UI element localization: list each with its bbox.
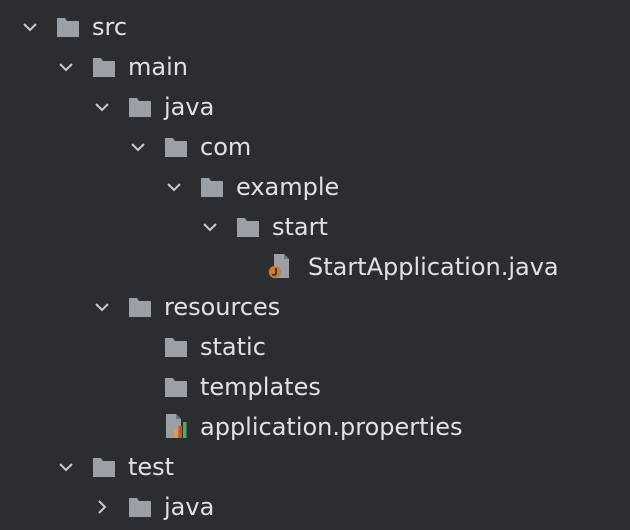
tree-item-label: com	[200, 133, 252, 161]
folder-icon	[128, 296, 152, 320]
tree-item-resources[interactable]: resources	[0, 287, 630, 327]
folder-icon	[92, 56, 116, 80]
tree-item-static[interactable]: static	[0, 327, 630, 367]
tree-item-example[interactable]: example	[0, 167, 630, 207]
tree-item-start[interactable]: start	[0, 207, 630, 247]
tree-item-label: resources	[164, 293, 281, 321]
folder-icon	[164, 336, 188, 360]
java-class-icon	[268, 253, 292, 279]
properties-file-icon	[164, 413, 188, 438]
folder-icon	[164, 136, 188, 160]
chevron-down-icon[interactable]	[200, 217, 220, 237]
chevron-down-icon[interactable]	[164, 177, 184, 197]
tree-item-templates[interactable]: templates	[0, 367, 630, 407]
tree-item-label: templates	[200, 373, 321, 401]
tree-item-label: java	[164, 93, 215, 121]
tree-item-label: StartApplication.java	[308, 253, 559, 281]
tree-item-java[interactable]: java	[0, 87, 630, 127]
chevron-down-icon[interactable]	[92, 297, 112, 317]
tree-item-label: main	[128, 53, 188, 81]
chevron-down-icon[interactable]	[56, 457, 76, 477]
folder-icon	[56, 16, 80, 40]
tree-item-label: src	[92, 13, 128, 41]
chevron-right-icon[interactable]	[92, 497, 112, 517]
tree-item-label: example	[236, 173, 340, 201]
tree-item-java[interactable]: java	[0, 487, 630, 527]
folder-icon	[128, 496, 152, 520]
tree-item-label: static	[200, 333, 266, 361]
tree-item-label: start	[272, 213, 328, 241]
folder-icon	[128, 96, 152, 120]
folder-icon	[92, 456, 116, 480]
chevron-down-icon[interactable]	[92, 97, 112, 117]
tree-item-main[interactable]: main	[0, 47, 630, 87]
tree-item-label: java	[164, 493, 215, 521]
tree-item-src[interactable]: src	[0, 7, 630, 47]
chevron-down-icon[interactable]	[20, 17, 40, 37]
tree-item-label: application.properties	[200, 413, 463, 441]
chevron-down-icon[interactable]	[56, 57, 76, 77]
folder-icon	[236, 216, 260, 240]
tree-item-startapplication-java[interactable]: StartApplication.java	[0, 247, 630, 287]
folder-icon	[164, 376, 188, 400]
tree-item-label: test	[128, 453, 175, 481]
chevron-down-icon[interactable]	[128, 137, 148, 157]
tree-item-test[interactable]: test	[0, 447, 630, 487]
folder-icon	[200, 176, 224, 200]
tree-item-application-properties[interactable]: application.properties	[0, 407, 630, 447]
tree-item-com[interactable]: com	[0, 127, 630, 167]
